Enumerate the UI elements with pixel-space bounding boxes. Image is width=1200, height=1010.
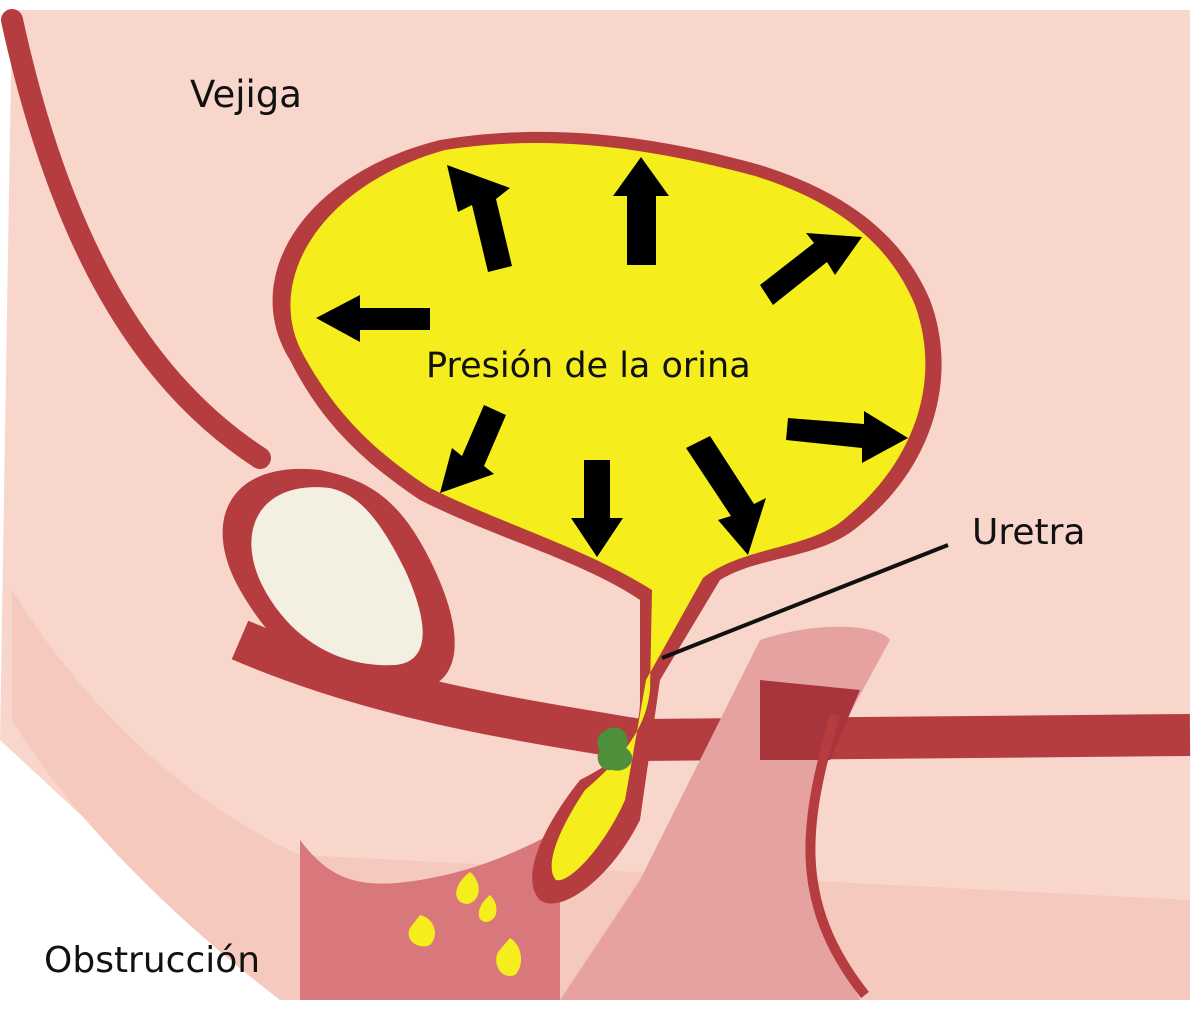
arrow-up xyxy=(613,157,669,265)
arrow-left xyxy=(316,295,430,342)
penile-inner xyxy=(760,680,860,760)
urethra-leader-line xyxy=(661,543,949,660)
arrow-down xyxy=(571,460,623,557)
arrow-up-right xyxy=(760,233,862,305)
penile-outline xyxy=(805,713,869,999)
urine-pressure-label: Presión de la orina xyxy=(426,346,751,386)
urine-drop xyxy=(456,872,479,904)
bladder-label: Vejiga xyxy=(190,73,302,116)
arrow-right xyxy=(786,411,908,463)
pubic-bone xyxy=(251,487,423,666)
arrow-up-left xyxy=(447,165,512,272)
pressure-arrows xyxy=(316,157,908,557)
abdominal-wall xyxy=(1,9,271,469)
arrow-down-right xyxy=(686,436,766,555)
arrow-down-left xyxy=(440,405,506,493)
obstruction xyxy=(597,727,633,771)
penile-tissue xyxy=(300,830,560,1000)
urine-drop xyxy=(408,915,435,947)
urine-drop xyxy=(496,938,522,976)
urethra-label: Uretra xyxy=(972,512,1086,553)
obstruction-label: Obstrucción xyxy=(44,940,261,981)
urine-drop xyxy=(478,895,497,922)
